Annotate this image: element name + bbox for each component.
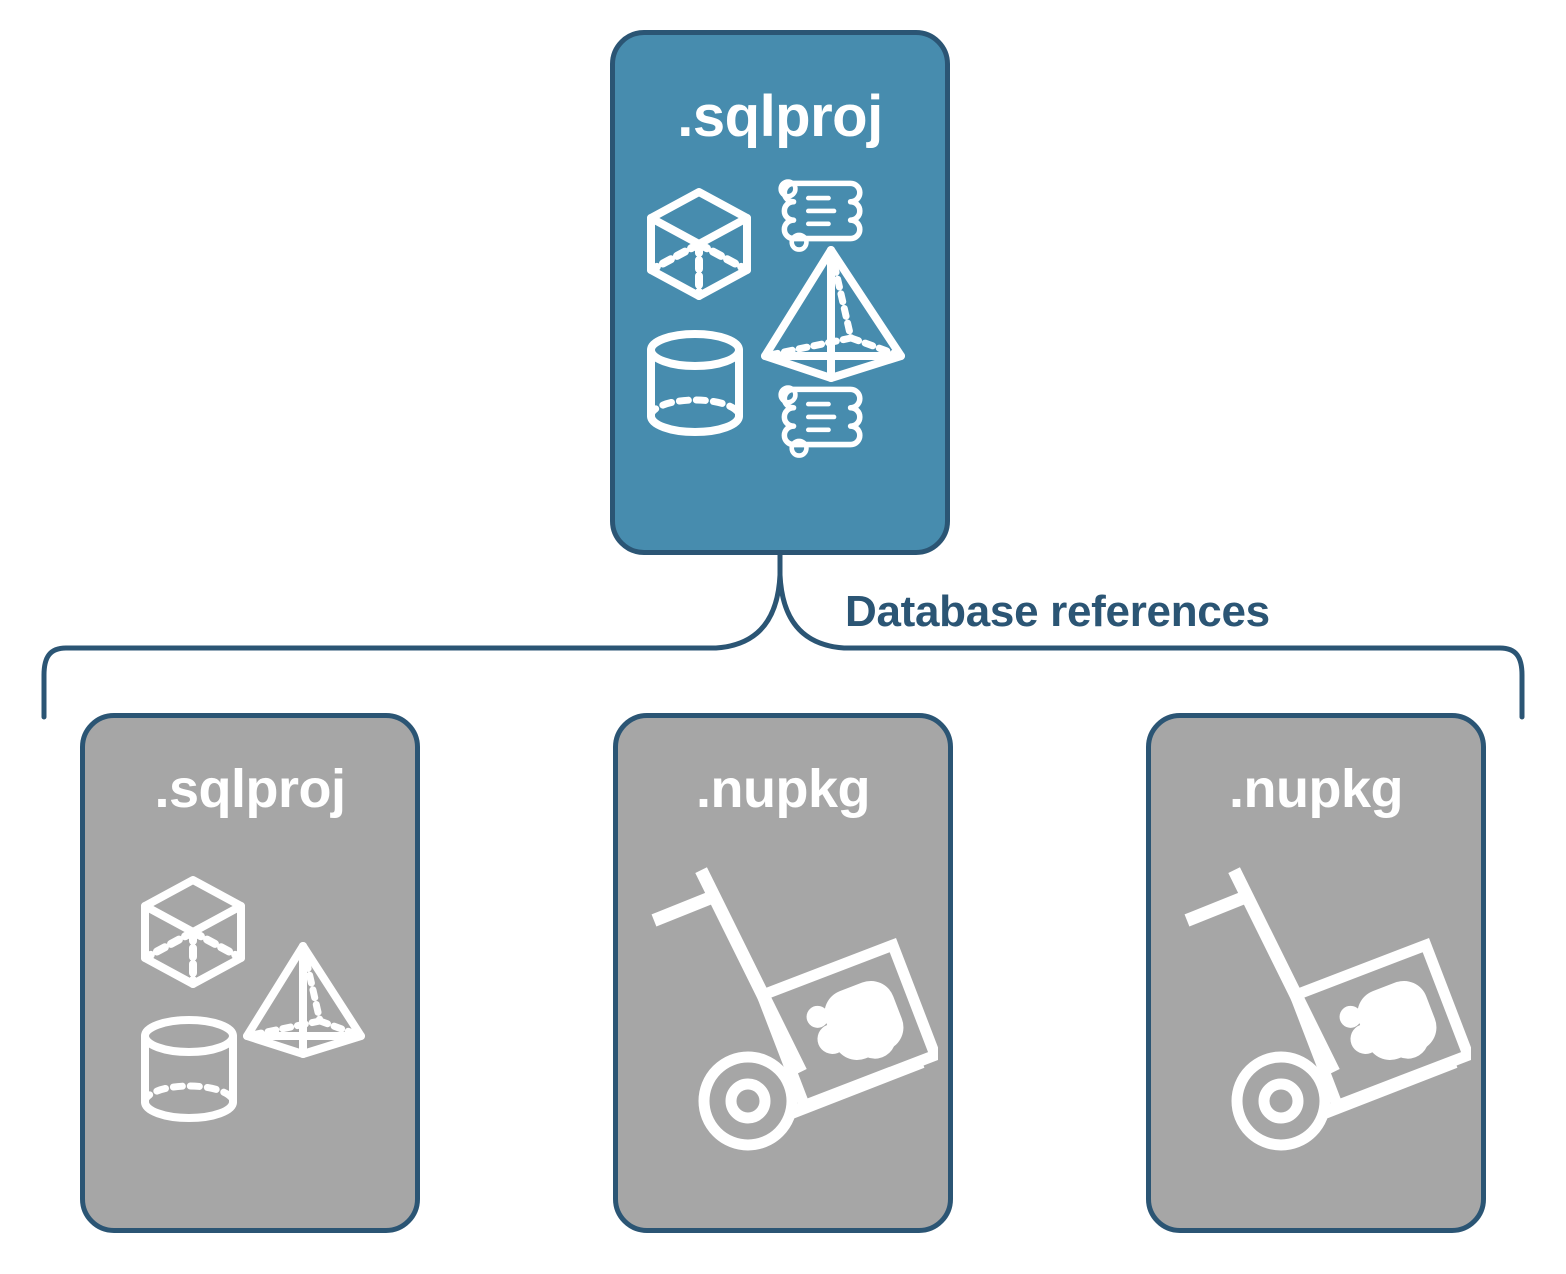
pyramid-icon (243, 942, 365, 1058)
scroll-icon (778, 179, 863, 252)
node-child-nupkg-1[interactable]: .nupkg (613, 713, 953, 1233)
cube-icon (647, 188, 751, 300)
node-root-sqlproj[interactable]: .sqlproj (610, 30, 950, 555)
child-node-label: .nupkg (1229, 759, 1403, 819)
database-references-brace (41, 552, 1525, 720)
cylinder-icon (141, 1016, 237, 1122)
node-child-sqlproj[interactable]: .sqlproj (80, 713, 420, 1233)
cylinder-icon (647, 330, 743, 436)
database-objects-and-scripts-icon (647, 179, 905, 458)
child-node-label: .sqlproj (154, 759, 346, 819)
nuget-package-icon (755, 937, 938, 1113)
nuget-package-icon (1288, 937, 1471, 1113)
child-node-label: .nupkg (696, 759, 870, 819)
cube-icon (141, 876, 245, 988)
scroll-icon (778, 385, 863, 458)
connector-label: Database references (845, 587, 1270, 636)
nuget-package-handtruck-icon (1184, 867, 1471, 1151)
root-node-label: .sqlproj (677, 84, 883, 149)
hand-truck-wheel-icon (698, 1051, 798, 1151)
nuget-package-handtruck-icon (651, 867, 938, 1151)
hand-truck-wheel-icon (1231, 1051, 1331, 1151)
node-child-nupkg-2[interactable]: .nupkg (1146, 713, 1486, 1233)
database-objects-icon (141, 876, 365, 1122)
pyramid-icon (761, 246, 905, 382)
